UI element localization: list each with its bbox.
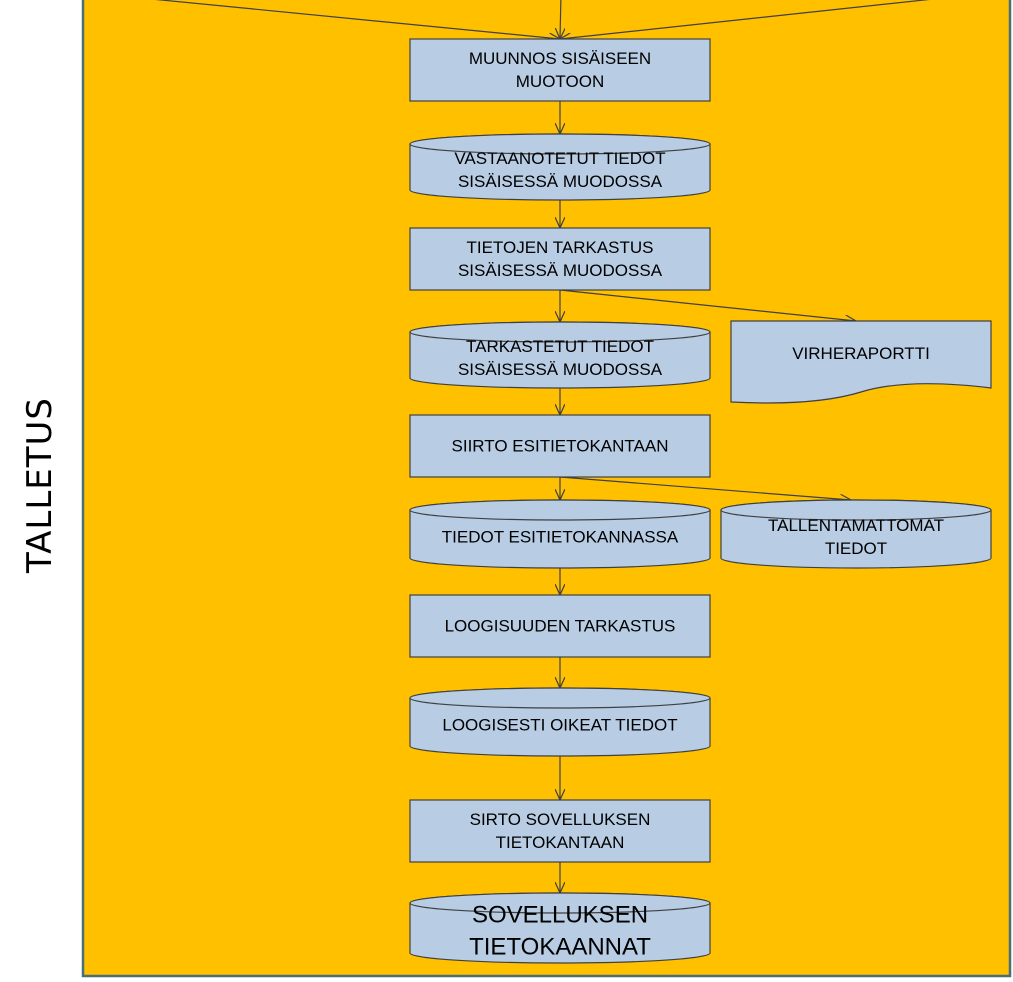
node-vastaanotetut: VASTAANOTETUT TIEDOT SISÄISESSÄ MUODOSSA xyxy=(409,133,711,201)
arrow-top-right-to-muunnos xyxy=(560,0,930,39)
node-label: VIRHERAPORTTI xyxy=(792,344,930,363)
process-box xyxy=(409,227,711,291)
node-loogisesti: LOOGISESTI OIKEAT TIEDOT xyxy=(409,687,711,757)
node-label: MUOTOON xyxy=(516,72,604,91)
node-label: SISÄISESSÄ MUODOSSA xyxy=(458,261,663,280)
node-siirto-esi: SIIRTO ESITIETOKANTAAN xyxy=(409,414,711,478)
node-tarkastus: TIETOJEN TARKASTUS SISÄISESSÄ MUODOSSA xyxy=(409,227,711,291)
node-label: TALLENTAMATTOMAT xyxy=(768,516,944,535)
node-label: MUUNNOS SISÄISEEN xyxy=(469,49,651,68)
edges-layer xyxy=(155,0,930,893)
node-label: TIETOKAANNAT xyxy=(469,934,651,961)
storage-cylinder-top xyxy=(409,892,711,914)
node-label: SISÄISESSÄ MUODOSSA xyxy=(458,360,663,379)
node-label: SIIRTO ESITIETOKANTAAN xyxy=(452,437,669,456)
arrow-top-left-to-muunnos xyxy=(155,0,560,39)
arrow-top-center-to-muunnos xyxy=(560,0,561,39)
process-box xyxy=(409,594,711,658)
process-box xyxy=(409,38,711,102)
storage-cylinder-top xyxy=(409,687,711,709)
storage-cylinder-top xyxy=(409,321,711,343)
node-sovelluksen: SOVELLUKSEN TIETOKAANNAT xyxy=(409,892,711,964)
node-label: TIEDOT ESITIETOKANNASSA xyxy=(442,528,679,547)
process-box xyxy=(409,799,711,863)
node-label: TARKASTETUT TIEDOT xyxy=(466,337,654,356)
node-tarkastetut: TARKASTETUT TIEDOT SISÄISESSÄ MUODOSSA xyxy=(409,321,711,389)
node-label: SOVELLUKSEN xyxy=(472,901,648,928)
node-label: LOOGISUUDEN TARKASTUS xyxy=(445,617,676,636)
node-virheraportti: VIRHERAPORTTI xyxy=(730,320,992,404)
node-label: SIRTO SOVELLUKSEN xyxy=(470,810,651,829)
arrow-tarkastus-to-virheraportti xyxy=(559,289,856,321)
nodes-layer: MUUNNOS SISÄISEEN MUOTOON VASTAANOTETUT TI… xyxy=(409,38,992,964)
node-sirto-sov: SIRTO SOVELLUKSEN TIETOKANTAAN xyxy=(409,799,711,863)
node-label: TIEDOT xyxy=(825,539,887,558)
node-tallentamattomat: TALLENTAMATTOMAT TIEDOT xyxy=(720,499,992,569)
node-muunnos: MUUNNOS SISÄISEEN MUOTOON xyxy=(409,38,711,102)
storage-cylinder-top xyxy=(409,133,711,155)
node-loogisuus: LOOGISUUDEN TARKASTUS xyxy=(409,594,711,658)
process-box xyxy=(409,414,711,478)
document-shape xyxy=(730,320,992,404)
node-label: VASTAANOTETUT TIEDOT xyxy=(454,149,665,168)
node-label: TIETOJEN TARKASTUS xyxy=(466,238,653,257)
node-label: SISÄISESSÄ MUODOSSA xyxy=(458,172,663,191)
node-label: LOOGISESTI OIKEAT TIEDOT xyxy=(442,716,677,735)
storage-cylinder-top xyxy=(720,499,992,521)
node-tiedot-esi: TIEDOT ESITIETOKANNASSA xyxy=(409,499,711,569)
node-label: TIETOKANTAAN xyxy=(496,833,625,852)
storage-cylinder-top xyxy=(409,499,711,521)
arrow-siirto-esi-to-tallentamattomat xyxy=(559,476,851,500)
